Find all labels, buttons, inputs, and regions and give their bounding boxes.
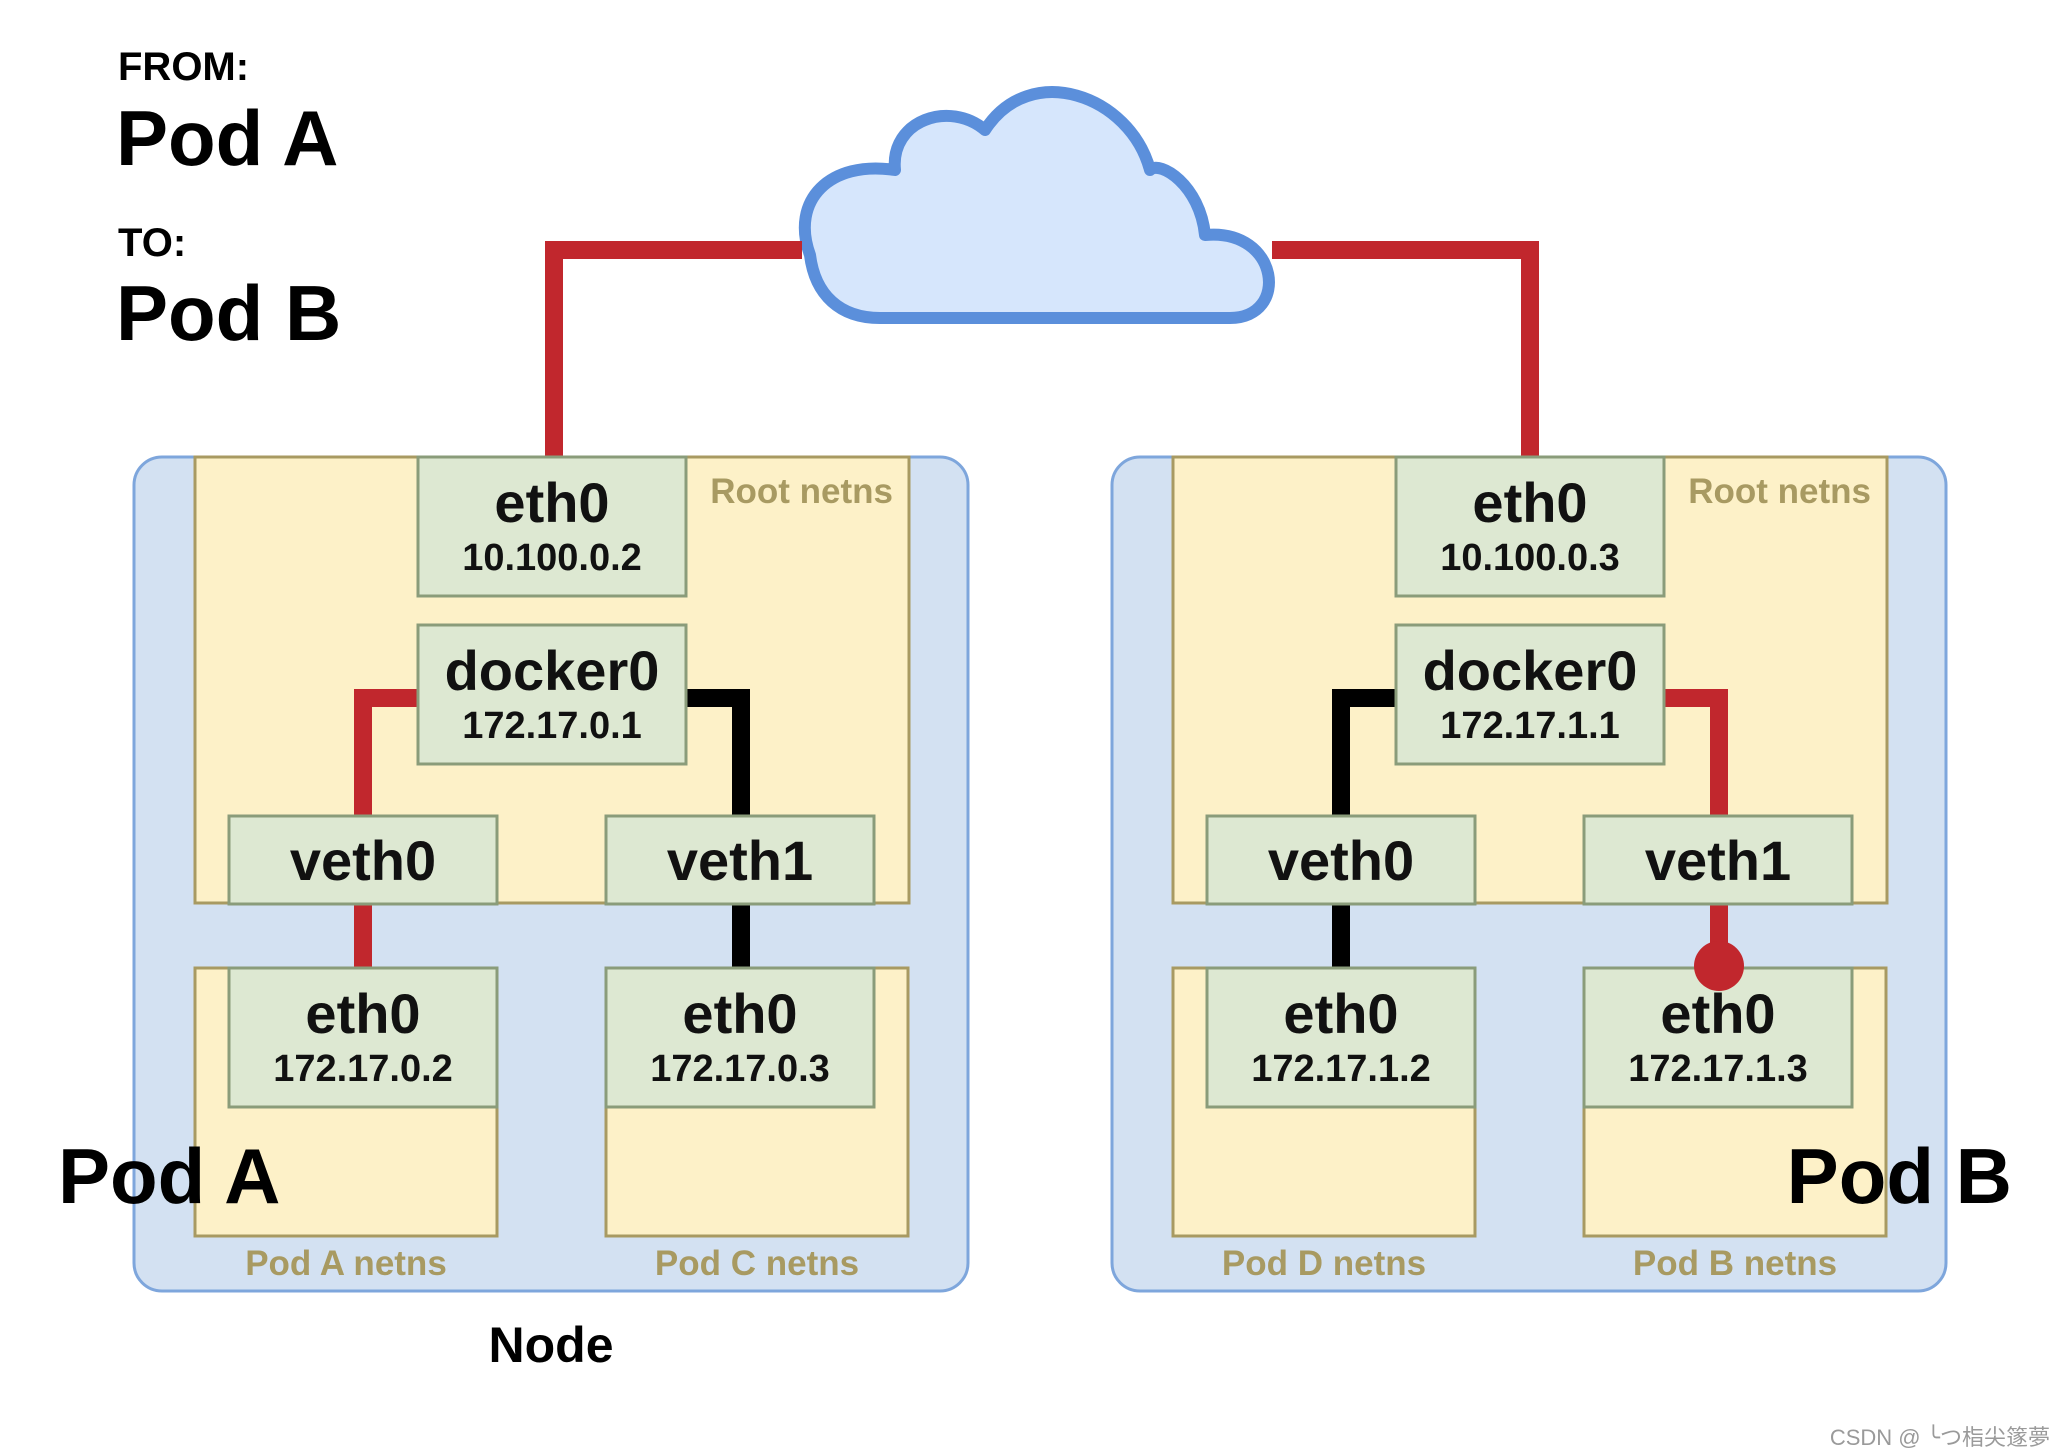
- node-2-eth0-box: [1394, 455, 1666, 598]
- to-value: Pod B: [116, 269, 341, 357]
- node-1-eth0-name: eth0: [494, 471, 609, 534]
- node-2-veth1-name: veth1: [1645, 829, 1791, 892]
- pod-a-eth0-ip: 172.17.0.2: [273, 1048, 453, 1090]
- pod-a-eth0-name: eth0: [305, 982, 420, 1045]
- node-1-root-netns-label: Root netns: [710, 472, 893, 511]
- node-2-veth1-box: [1582, 814, 1854, 906]
- pod-b-tag: Pod B: [1787, 1132, 2012, 1220]
- node-2-veth0-box: [1205, 814, 1477, 906]
- node-2-interfaces: eth0 10.100.0.3 docker0 172.17.1.1 veth0…: [1205, 455, 1854, 1109]
- node-1-veth0-name: veth0: [290, 829, 436, 892]
- node-1-docker0-box: [416, 623, 688, 766]
- connections: [354, 241, 1728, 968]
- node-2-root-netns-label: Root netns: [1688, 472, 1871, 511]
- node-2-eth0-name: eth0: [1472, 471, 1587, 534]
- destination-dot: [1694, 941, 1744, 991]
- pod-b-eth0-box: [1582, 966, 1854, 1109]
- node-1-veth1-box: [604, 814, 876, 906]
- node-1-eth0-ip: 10.100.0.2: [462, 537, 642, 579]
- pod-d-eth0-name: eth0: [1283, 982, 1398, 1045]
- node-1-docker0-ip: 172.17.0.1: [462, 705, 642, 747]
- node-2-docker0-box: [1394, 623, 1666, 766]
- pod-a-eth0-box: [227, 966, 499, 1109]
- node-2-docker0-name: docker0: [1423, 639, 1638, 702]
- pod-d-eth0-box: [1205, 966, 1477, 1109]
- link-docker0-veth0-node-2: [1332, 689, 1396, 816]
- wan-link-node-2: [1272, 241, 1539, 457]
- pod-c-eth0-name: eth0: [682, 982, 797, 1045]
- from-value: Pod A: [116, 94, 338, 182]
- pod-b-eth0-ip: 172.17.1.3: [1628, 1048, 1808, 1090]
- node-1-interfaces: eth0 10.100.0.2 docker0 172.17.0.1 veth0…: [227, 455, 876, 1109]
- link-docker0-veth1-node-2: [1664, 689, 1728, 816]
- node-1-eth0-box: [416, 455, 688, 598]
- node-2-eth0-ip: 10.100.0.3: [1440, 537, 1620, 579]
- node-2-pod-d-netns-label: Pod D netns: [1222, 1244, 1426, 1283]
- node-2-pod-b-netns-label: Pod B netns: [1633, 1244, 1837, 1283]
- node-1-pod-c-netns-label: Pod C netns: [655, 1244, 859, 1283]
- node-label: Node: [489, 1317, 614, 1373]
- node-2-veth0-name: veth0: [1268, 829, 1414, 892]
- watermark: CSDN @ ╰つ栺尖篴夢: [1830, 1424, 2050, 1450]
- link-docker0-veth0-node-1: [354, 689, 418, 816]
- pod-b-eth0-name: eth0: [1660, 982, 1775, 1045]
- node-1-pod-a-netns-label: Pod A netns: [245, 1244, 447, 1283]
- node-1-docker0-name: docker0: [445, 639, 660, 702]
- from-label: FROM:: [118, 45, 249, 89]
- pod-c-eth0-ip: 172.17.0.3: [650, 1048, 830, 1090]
- pod-c-eth0-box: [604, 966, 876, 1109]
- link-docker0-veth1-node-1: [686, 689, 750, 816]
- pod-a-tag: Pod A: [58, 1132, 280, 1220]
- node-1-veth0-box: [227, 814, 499, 906]
- cloud-icon: [799, 86, 1275, 324]
- to-label: TO:: [118, 221, 186, 265]
- pod-d-eth0-ip: 172.17.1.2: [1251, 1048, 1431, 1090]
- wan-link-node-1: [545, 241, 802, 457]
- node-1-veth1-name: veth1: [667, 829, 813, 892]
- node-2-docker0-ip: 172.17.1.1: [1440, 705, 1620, 747]
